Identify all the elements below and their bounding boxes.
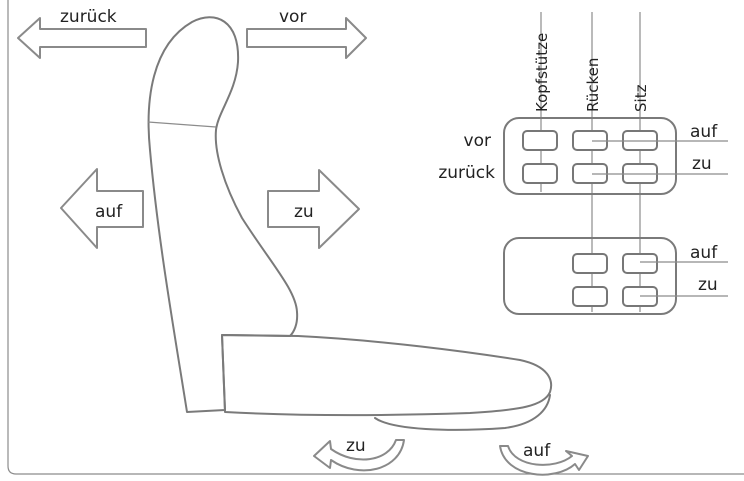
- arrow-tilt-close: [313, 439, 405, 472]
- column-label-seat: Sitz: [632, 84, 650, 112]
- headrest-forward-button[interactable]: [522, 130, 558, 151]
- column-label-headrest: Kopfstütze: [533, 33, 551, 112]
- lower-backrest-down-button[interactable]: [572, 286, 608, 307]
- arrow-tilt-open-label: auf: [523, 441, 551, 461]
- seat-base: [374, 394, 551, 431]
- upper-panel: [503, 117, 677, 195]
- seat-backrest: [147, 16, 299, 413]
- arrow-backward-label: zurück: [60, 7, 117, 27]
- headrest-divider: [147, 121, 217, 128]
- lower-seat-up-button[interactable]: [622, 253, 658, 274]
- label-lower-zu: zu: [698, 275, 718, 295]
- label-lower-auf: auf: [690, 243, 718, 263]
- frame-border: [7, 0, 744, 475]
- arrow-forward: [246, 17, 367, 59]
- label-upper-auf: auf: [690, 122, 718, 142]
- lower-panel: [503, 237, 677, 315]
- arrow-recline-open: [60, 168, 144, 249]
- arrow-forward-label: vor: [279, 7, 306, 27]
- seat-cushion: [221, 334, 553, 417]
- arrow-tilt-open: [499, 445, 589, 476]
- arrow-backward: [17, 17, 147, 59]
- arrow-recline-close-label: zu: [294, 202, 314, 222]
- lower-backrest-up-button[interactable]: [572, 253, 608, 274]
- label-zurueck: zurück: [438, 163, 495, 183]
- car-seat: [147, 16, 553, 431]
- arrow-recline-close: [267, 169, 360, 249]
- arrow-recline-open-label: auf: [95, 202, 123, 222]
- column-label-backrest: Rücken: [584, 58, 602, 112]
- label-upper-zu: zu: [692, 154, 712, 174]
- arrow-tilt-close-label: zu: [346, 436, 366, 456]
- headrest-backward-button[interactable]: [522, 163, 558, 184]
- label-vor: vor: [464, 131, 491, 151]
